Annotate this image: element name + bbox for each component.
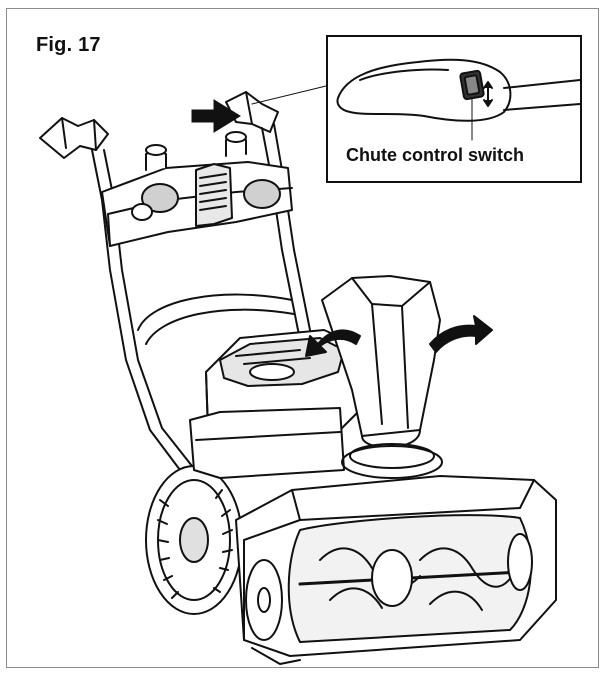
chute-rotation-arrows: [305, 315, 493, 357]
callout-inset: [326, 35, 582, 183]
wheel: [145, 465, 243, 615]
discharge-chute: [321, 275, 443, 479]
motor-housing: [189, 329, 361, 479]
left-handle-grip: [39, 117, 109, 159]
figure-label: Fig. 17: [36, 34, 101, 56]
right-handle-grip: [225, 91, 279, 133]
figure-frame: [6, 8, 599, 668]
auger-housing: [235, 475, 557, 665]
callout-label: Chute control switch: [346, 145, 525, 165]
control-console: [101, 131, 293, 247]
pointer-arrow: [191, 99, 241, 133]
callout-leader-line: [251, 85, 327, 105]
